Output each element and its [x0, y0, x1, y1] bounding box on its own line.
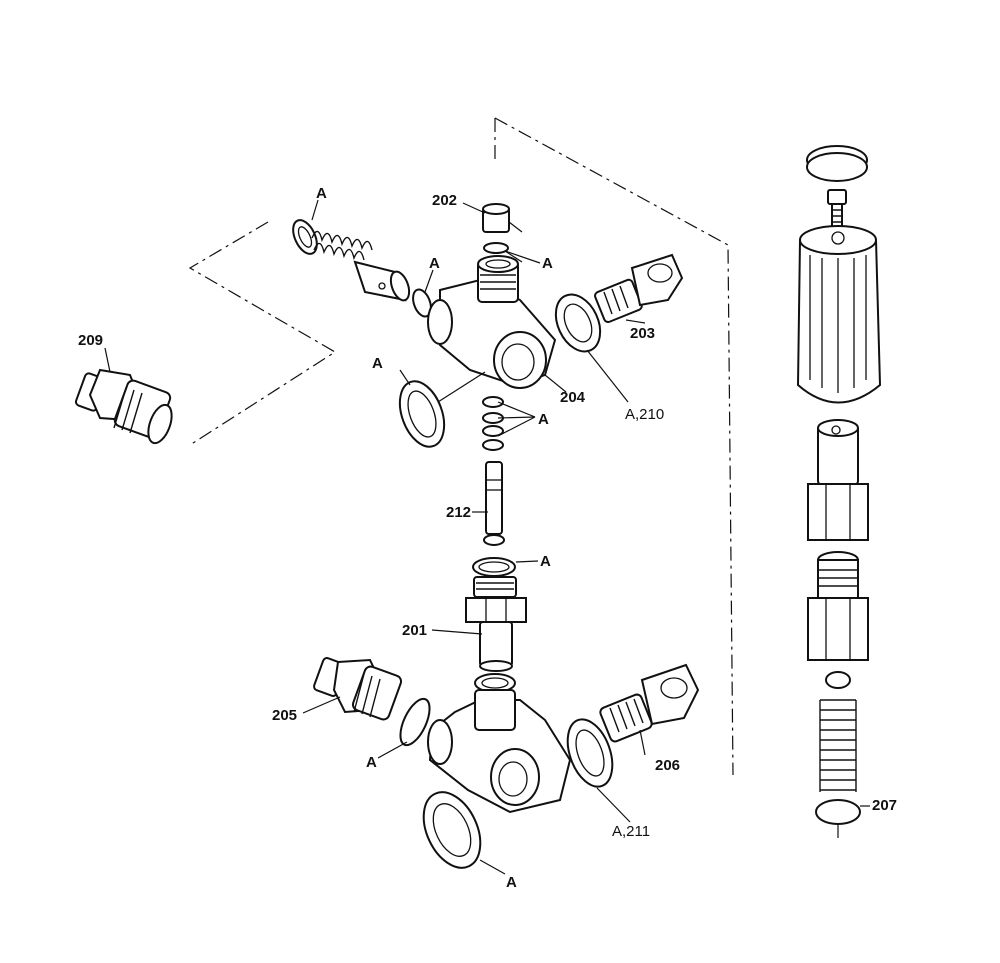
label-209: 209 [78, 332, 103, 349]
spring-upper [311, 230, 373, 261]
ball [825, 671, 851, 689]
part-202-plug [482, 203, 523, 254]
adjuster-body-upper [807, 419, 869, 541]
label-a-2: A [429, 255, 440, 272]
part-206-banjo [599, 663, 700, 743]
leader-lines [104, 199, 870, 875]
label-203: 203 [630, 325, 655, 342]
o-ring-stack [482, 396, 504, 451]
label-212: 212 [446, 504, 471, 521]
label-a-7: A [366, 754, 377, 771]
part-201-nipple [465, 576, 527, 672]
part-205-fitting [313, 657, 403, 721]
label-a-3: A [542, 255, 553, 272]
o-ring-upper-a [412, 288, 432, 318]
label-a-210: A,210 [625, 406, 664, 423]
label-206: 206 [655, 757, 680, 774]
assembly-guide-lines [188, 117, 734, 776]
valve-body-upper [427, 255, 557, 389]
label-205: 205 [272, 707, 297, 724]
cap-knob [806, 145, 868, 182]
piston-upper [353, 260, 411, 302]
part-labels: 202 203 204 209 212 201 205 206 207 A,21… [78, 185, 897, 891]
o-ring-205 [399, 697, 431, 747]
label-202: 202 [432, 192, 457, 209]
label-201: 201 [402, 622, 427, 639]
handle-grip [796, 225, 882, 404]
seal-ring-lower [422, 791, 482, 869]
adjuster-body-lower [807, 551, 869, 661]
part-209-fitting [74, 368, 173, 445]
label-a-8: A [506, 874, 517, 891]
o-ring-lower-top [472, 557, 516, 577]
seal-ring-210 [554, 293, 602, 353]
seal-ring-upper-left [292, 219, 318, 255]
spring-207 [819, 699, 857, 792]
label-204: 204 [560, 389, 586, 406]
label-a-6: A [540, 553, 551, 570]
screw [827, 189, 847, 229]
seal-ring-211 [566, 718, 614, 788]
part-207-seat [815, 799, 861, 838]
label-a-211: A,211 [612, 823, 650, 840]
label-a-1: A [316, 185, 327, 202]
valve-body-lower [427, 673, 572, 814]
part-203-banjo [594, 253, 684, 324]
label-207: 207 [872, 797, 897, 814]
seal-ring-upper-mid [398, 380, 446, 448]
label-a-5: A [538, 411, 549, 428]
part-212-rod [483, 461, 505, 546]
label-a-4: A [372, 355, 383, 372]
